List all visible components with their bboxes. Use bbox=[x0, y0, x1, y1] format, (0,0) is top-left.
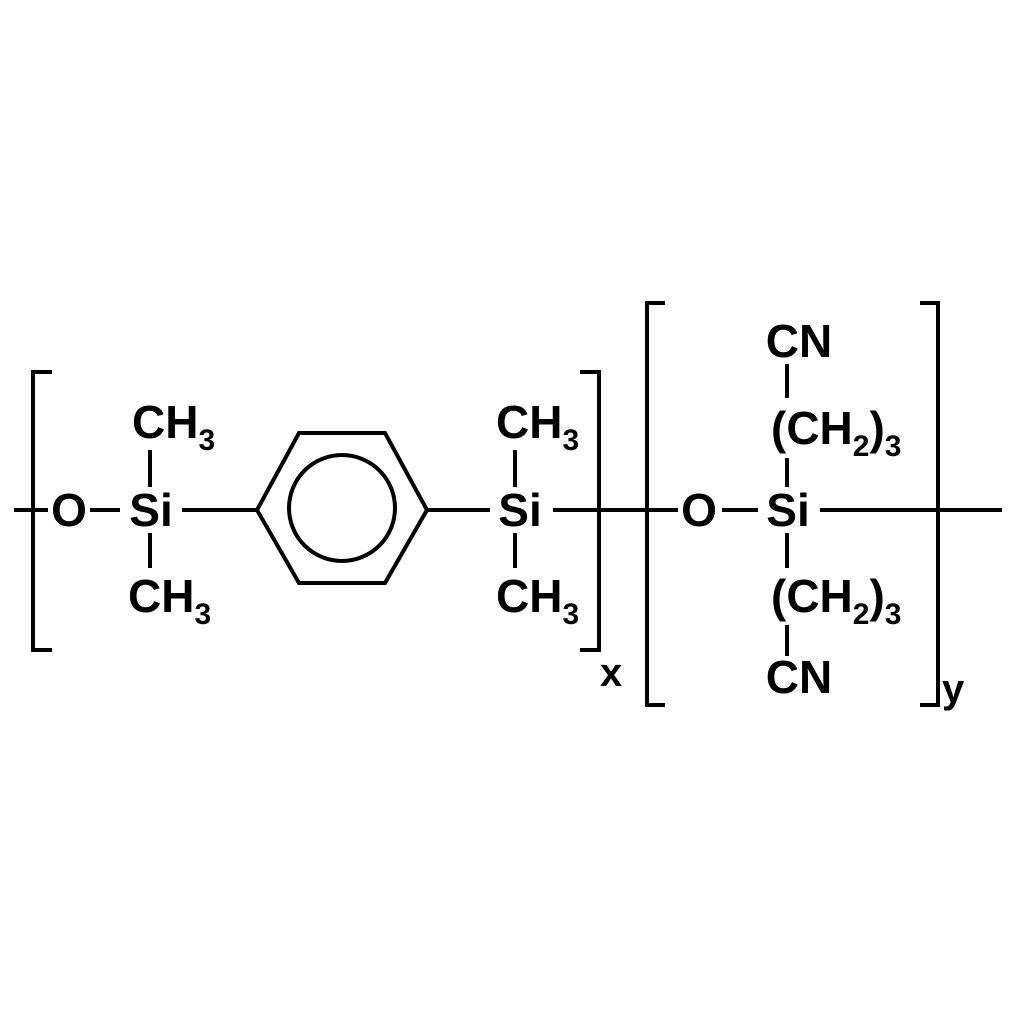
methyl-1-top: CH3 bbox=[132, 396, 215, 457]
propyl-chain-top: (CH2)3 bbox=[771, 402, 901, 463]
methyl-1-bottom: CH3 bbox=[128, 570, 211, 631]
silicon-atom-2: Si bbox=[498, 484, 541, 536]
silicon-atom-1: Si bbox=[129, 484, 172, 536]
cyano-group-top: CN bbox=[766, 315, 832, 367]
silicon-atom-3: Si bbox=[766, 484, 809, 536]
repeat-index-x: x bbox=[600, 651, 622, 695]
benzene-ring bbox=[254, 431, 430, 585]
cyano-group-bottom: CN bbox=[766, 651, 832, 703]
methyl-2-bottom: CH3 bbox=[496, 570, 579, 631]
propyl-chain-bottom: (CH2)3 bbox=[771, 570, 901, 631]
bracket-y-right bbox=[920, 301, 940, 707]
oxygen-atom-1: O bbox=[51, 484, 87, 536]
methyl-2-top: CH3 bbox=[496, 396, 579, 457]
bracket-y-left bbox=[645, 301, 665, 707]
repeat-index-y: y bbox=[942, 667, 965, 711]
oxygen-atom-2: O bbox=[681, 484, 717, 536]
benzene-aromatic-circle bbox=[287, 453, 397, 563]
